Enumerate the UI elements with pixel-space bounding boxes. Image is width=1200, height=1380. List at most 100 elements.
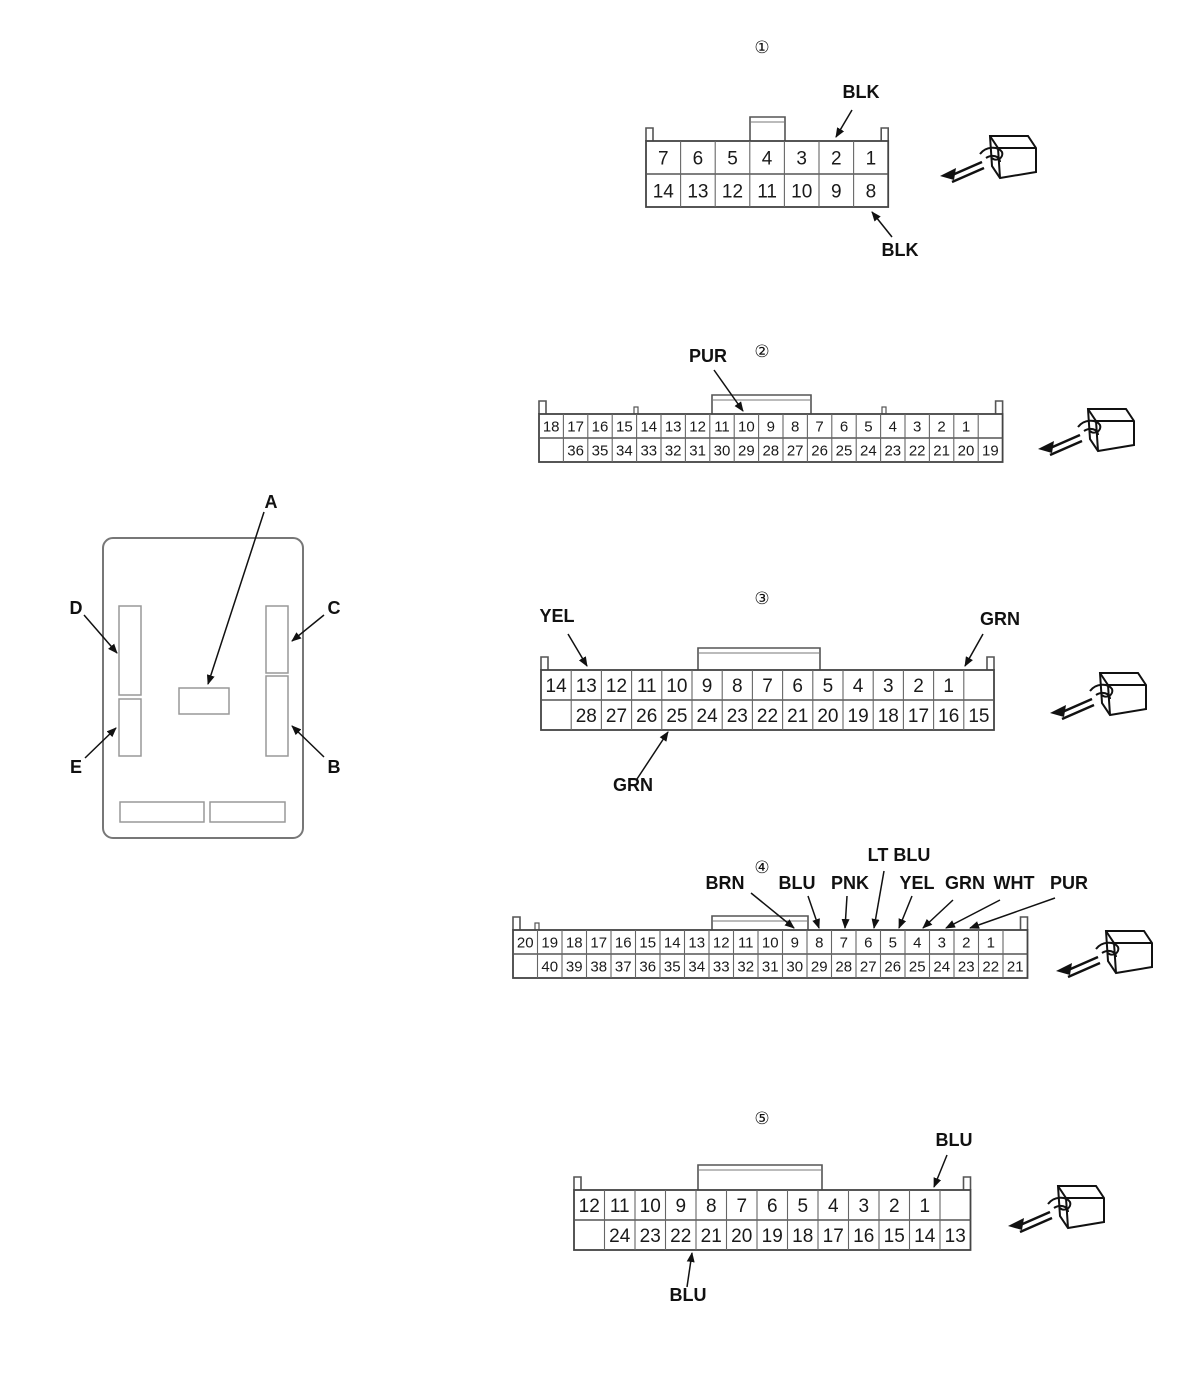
wire-leader [835, 109, 853, 138]
bottom-slot-left [119, 801, 205, 823]
pin-number: 11 [637, 676, 657, 697]
housing-ear-right [880, 127, 889, 141]
wire-leader [871, 211, 893, 238]
pin-number: 34 [616, 442, 633, 459]
pin-number: 21 [787, 706, 808, 727]
pin-number: 2 [937, 418, 945, 435]
pin-number: 20 [817, 706, 838, 727]
pin-number: 1 [866, 148, 877, 169]
housing-ear-left [540, 656, 549, 670]
pin-number: 25 [666, 706, 687, 727]
pin-number: 19 [762, 1226, 783, 1247]
pin-number: 14 [546, 676, 568, 697]
pin-number: 4 [889, 418, 897, 435]
pin-number: 6 [693, 148, 704, 169]
wire-leader [841, 895, 850, 929]
pin-number: 24 [933, 958, 950, 975]
pin-number: 12 [579, 1196, 600, 1217]
pin-number: 1 [919, 1196, 930, 1217]
pin-number: 31 [689, 442, 706, 459]
leader-e [84, 727, 117, 759]
pin-number: 8 [866, 181, 877, 202]
wire-leader [636, 731, 669, 780]
housing-ear-left [573, 1176, 582, 1190]
leader-d [83, 614, 118, 654]
pin-number: 12 [722, 181, 743, 202]
wire-color-label: BLU [670, 1285, 707, 1305]
pin-number: 11 [757, 181, 777, 202]
pin-number: 28 [576, 706, 597, 727]
pin-number: 28 [762, 442, 779, 459]
pin-number: 1 [943, 676, 954, 697]
wire-color-label: YEL [899, 873, 934, 893]
pin-number: 26 [884, 958, 901, 975]
housing-ear-right [962, 1176, 972, 1190]
pin-number: 25 [836, 442, 853, 459]
pin-number: 19 [848, 706, 869, 727]
pin-number: 33 [713, 958, 730, 975]
wire-leader [807, 895, 820, 929]
pin-number: 22 [670, 1226, 691, 1247]
pin-number: 22 [757, 706, 778, 727]
connector-c-slot [265, 605, 289, 674]
pin-number: 14 [653, 181, 675, 202]
pin-number: 23 [640, 1226, 661, 1247]
lock-tab [697, 1164, 823, 1190]
pin-number: 13 [687, 181, 708, 202]
housing-ear-right [1019, 916, 1029, 930]
pin-number: 6 [792, 676, 803, 697]
pin-number: 26 [636, 706, 657, 727]
pin-number: 12 [713, 934, 730, 951]
pin-number: 24 [860, 442, 877, 459]
pin-number: 9 [831, 181, 842, 202]
wire-color-label: PUR [689, 346, 727, 366]
lock-tab [697, 647, 821, 670]
pin-number: 17 [908, 706, 929, 727]
wire-leader [686, 1252, 695, 1288]
wire-color-label: GRN [945, 873, 985, 893]
pin-number: 32 [737, 958, 754, 975]
housing-stud [881, 406, 887, 415]
housing-ear-left [512, 916, 521, 930]
pin-number: 8 [706, 1196, 717, 1217]
pin-number: 5 [864, 418, 872, 435]
pin-number: 8 [791, 418, 799, 435]
pin-number: 3 [913, 418, 921, 435]
leader-c [291, 614, 325, 642]
pin-number: 6 [864, 934, 872, 951]
pin-number: 14 [664, 934, 681, 951]
housing-ear-right [986, 656, 995, 670]
terminal-side-view-icon [1038, 408, 1135, 457]
pin-number: 3 [938, 934, 946, 951]
pin-number: 13 [688, 934, 705, 951]
pin-number: 14 [914, 1226, 936, 1247]
pin-number: 38 [590, 958, 607, 975]
pin-number: 29 [738, 442, 755, 459]
pin-number: 24 [609, 1226, 631, 1247]
bottom-slot-right [209, 801, 286, 823]
wire-leader [871, 870, 885, 929]
pin-number: 13 [576, 676, 597, 697]
wire-color-label: YEL [539, 606, 574, 626]
pin-number: 14 [640, 418, 657, 435]
pin-number: 21 [701, 1226, 722, 1247]
connector-number: ① [754, 38, 769, 58]
pin-number: 15 [884, 1226, 905, 1247]
pin-number: 2 [889, 1196, 900, 1217]
pin-number: 9 [791, 934, 799, 951]
housing-stud [534, 922, 540, 931]
pin-number: 36 [639, 958, 656, 975]
pin-number: 1 [987, 934, 995, 951]
pin-number: 9 [702, 676, 713, 697]
lock-tab [749, 116, 786, 141]
pin-number: 2 [831, 148, 842, 169]
connector-number: ② [754, 342, 769, 362]
pin-number: 20 [517, 934, 534, 951]
pin-number: 7 [658, 148, 669, 169]
connector-number: ③ [754, 589, 769, 609]
housing-ear-left [538, 400, 547, 414]
pin-number: 17 [823, 1226, 844, 1247]
wire-color-label: BLK [843, 82, 880, 102]
housing-stud [633, 406, 639, 415]
pin-number: 17 [567, 418, 584, 435]
